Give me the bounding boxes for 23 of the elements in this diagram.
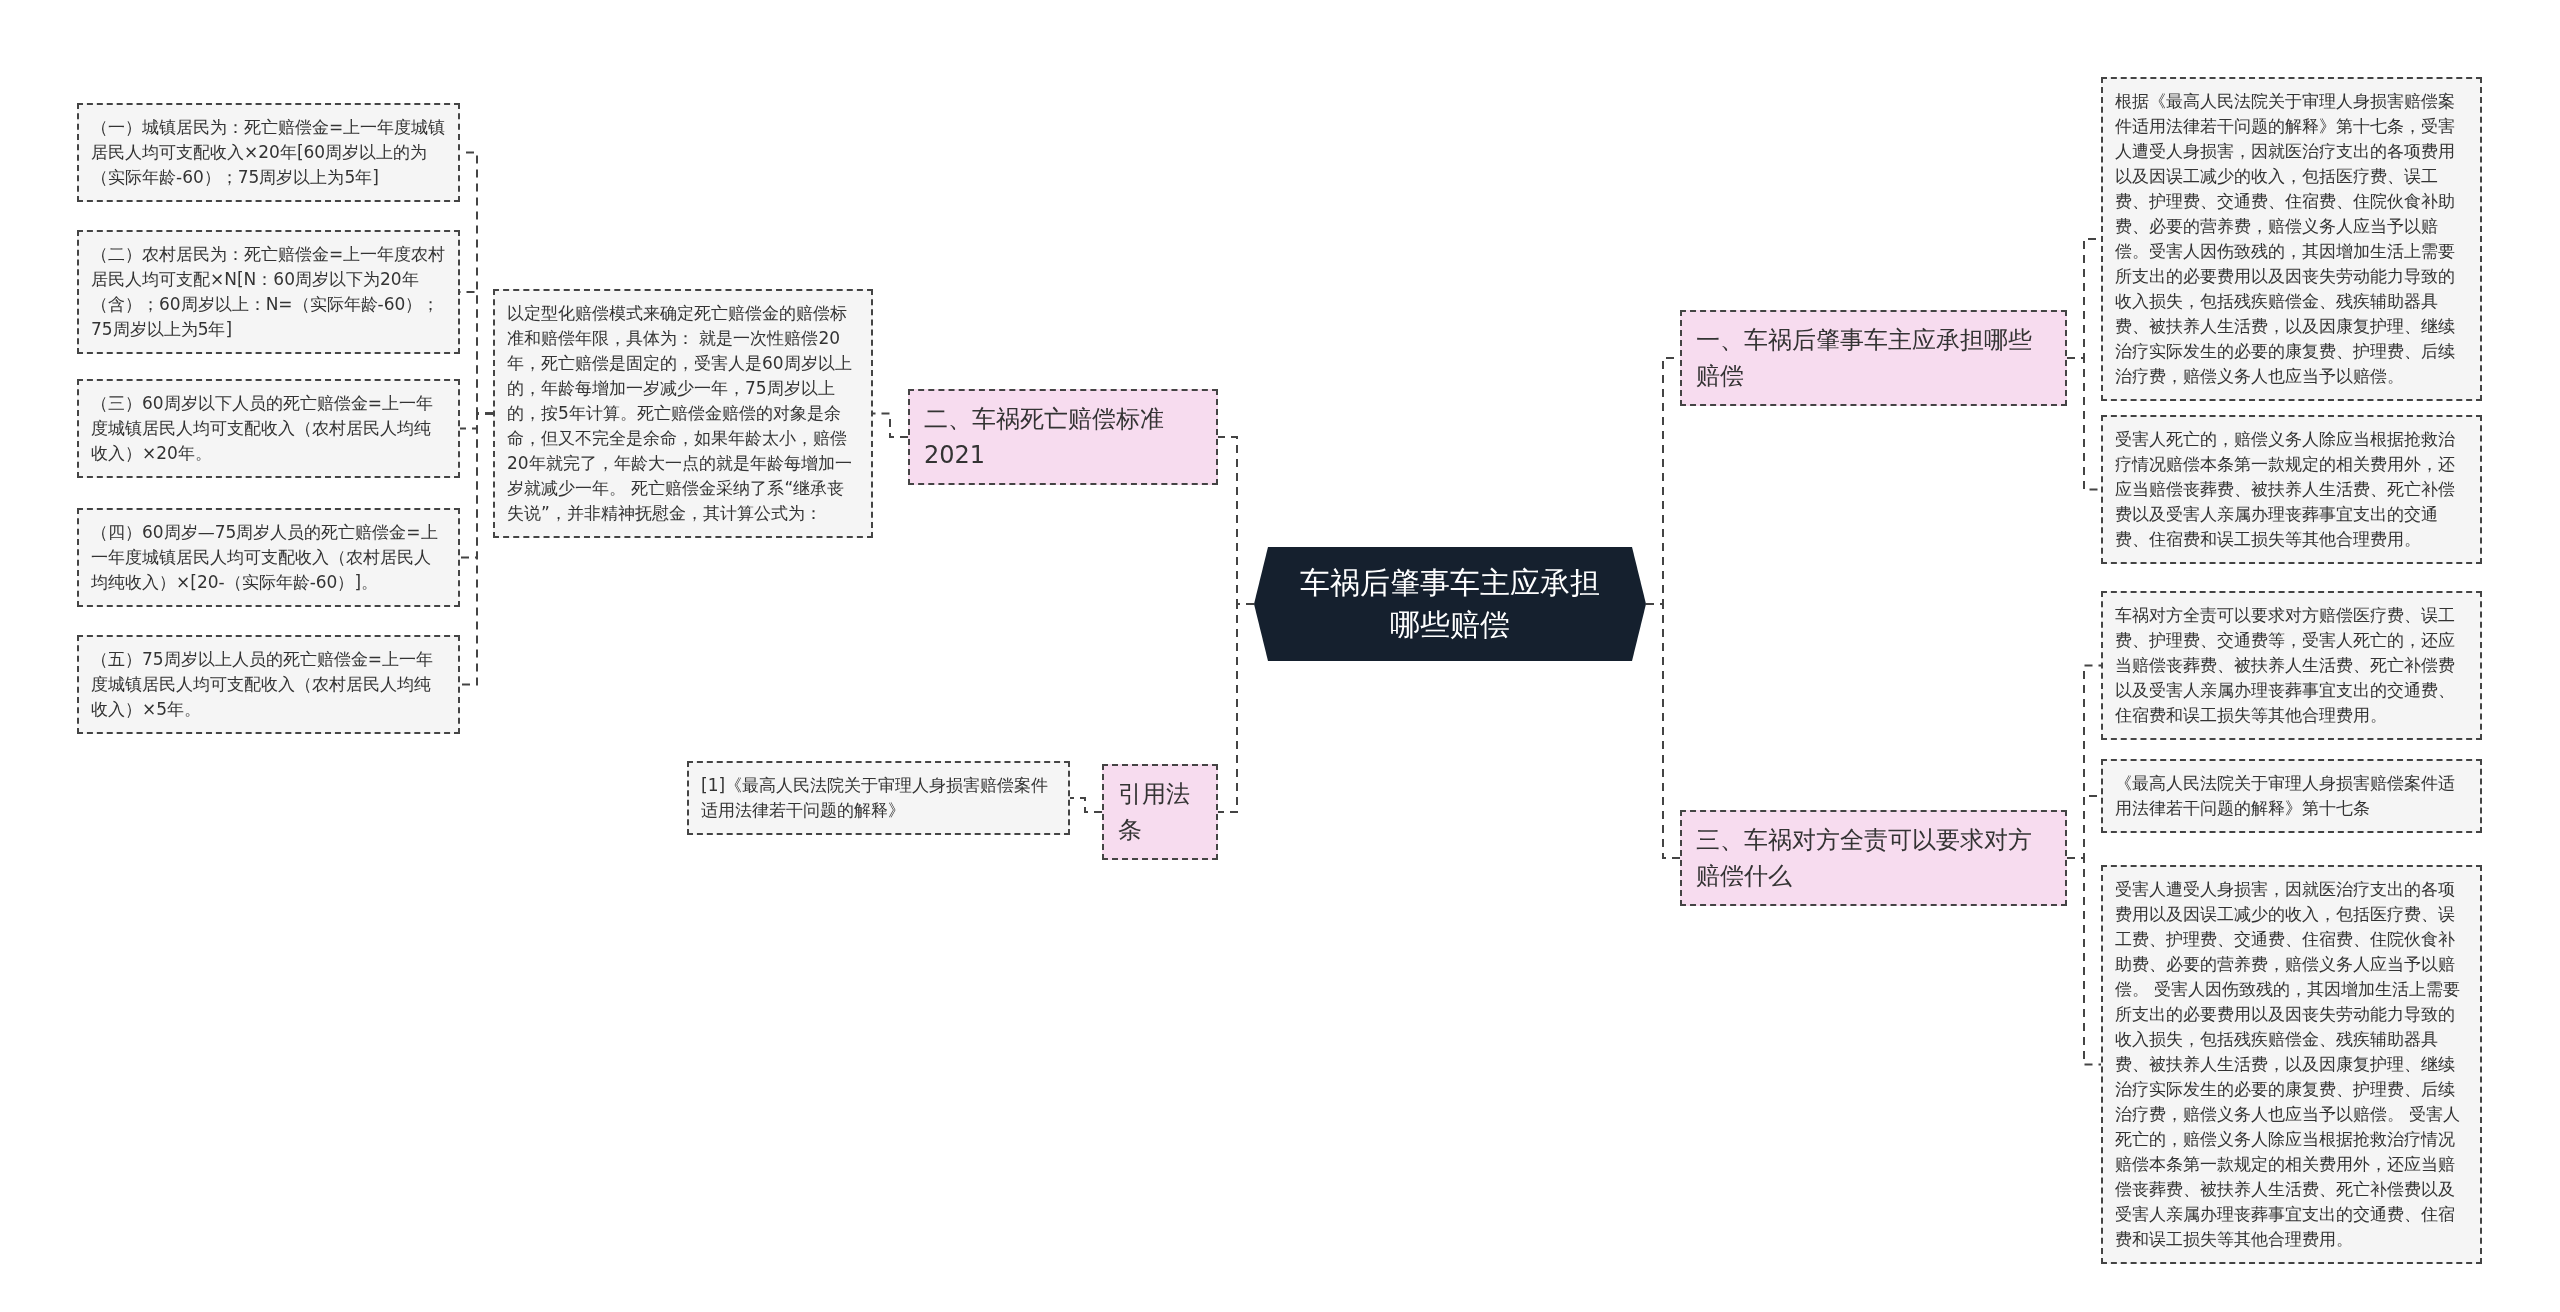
topic-box: 引用法条 xyxy=(1102,764,1218,860)
topic-box: 一、车祸后肇事车主应承担哪些赔偿 xyxy=(1680,310,2067,406)
connector-line xyxy=(872,412,909,438)
topic-box: 三、车祸对方全责可以要求对方赔偿什么 xyxy=(1680,810,2067,906)
text-box: 以定型化赔偿模式来确定死亡赔偿金的赔偿标准和赔偿年限，具体为： 就是一次性赔偿20年，死亡赔偿是固定的，受害人是60周岁以上的，年龄每增加一岁减少一年，75周岁以上的，按5年计算。死亡赔偿金赔偿的对象是余命，但又不完全是余命，如果年龄太小，赔偿20年就完了，年龄大一点的就是年龄每增加一岁就减少一年。 死亡赔偿金采纳了系“继承丧失说”，并非精神抚慰金，其计算公式为： xyxy=(493,289,873,538)
connector-line xyxy=(1069,797,1103,813)
text-box: （四）60周岁—75周岁人员的死亡赔偿金=上一年度城镇居民人均可支配收入（农村居民人均纯收入）×[20-（实际年龄-60）]。 xyxy=(77,508,460,607)
connector-line xyxy=(1645,603,1681,859)
text-box: 受害人死亡的，赔偿义务人除应当根据抢救治疗情况赔偿本条第一款规定的相关费用外，还应当赔偿丧葬费、被扶养人生活费、死亡补偿费以及受害人亲属办理丧葬事宜支出的交通费、住宿费和误工损失等其他合理费用。 xyxy=(2101,415,2482,564)
text-box: （五）75周岁以上人员的死亡赔偿金=上一年度城镇居民人均可支配收入（农村居民人均纯收入）×5年。 xyxy=(77,635,460,734)
text-box: （二）农村居民为：死亡赔偿金=上一年度农村居民人均可支配×N[N：60周岁以下为20年（含）；60周岁以上：N=（实际年龄-60）；75周岁以上为5年] xyxy=(77,230,460,354)
central-topic-hexagon: 车祸后肇事车主应承担哪些赔偿 xyxy=(1254,547,1646,661)
text-box: 根据《最高人民法院关于审理人身损害赔偿案件适用法律若干问题的解释》第十七条，受害人遭受人身损害，因就医治疗支出的各项费用以及因误工减少的收入，包括医疗费、误工费、护理费、交通费、住宿费、住院伙食补助费、必要的营养费，赔偿义务人应当予以赔偿。受害人因伤致残的，其因增加生活上需要所支出的必要费用以及因丧失劳动能力导致的收入损失，包括残疾赔偿金、残疾辅助器具费、被扶养人生活费，以及因康复护理、继续治疗实际发生的必要的康复费、护理费、后续治疗费，赔偿义务人也应当予以赔偿。 xyxy=(2101,77,2482,401)
connector-line xyxy=(2066,857,2102,1066)
text-box: 车祸对方全责可以要求对方赔偿医疗费、误工费、护理费、交通费等，受害人死亡的，还应当赔偿丧葬费、被扶养人生活费、死亡补偿费以及受害人亲属办理丧葬事宜支出的交通费、住宿费和误工损失等其他合理费用。 xyxy=(2101,591,2482,740)
text-box: 《最高人民法院关于审理人身损害赔偿案件适用法律若干问题的解释》第十七条 xyxy=(2101,759,2482,833)
text-box: （三）60周岁以下人员的死亡赔偿金=上一年度城镇居民人均可支配收入（农村居民人均纯收入）×20年。 xyxy=(77,379,460,478)
connector-line xyxy=(459,412,494,686)
topic-box: 二、车祸死亡赔偿标准2021 xyxy=(908,389,1218,485)
text-box: 受害人遭受人身损害，因就医治疗支出的各项费用以及因误工减少的收入，包括医疗费、误工费、护理费、交通费、住宿费、住院伙食补助费、必要的营养费，赔偿义务人应当予以赔偿。 受害人因伤致残的，其因增加生活上需要所支出的必要费用以及因丧失劳动能力导致的收入损失，包括残疾赔偿金、残疾辅助器具费、被扶养人生活费，以及因康复护理、继续治疗实际发生的必要的康复费、护理费、后续治疗费，赔偿义务人也应当予以赔偿。 受害人死亡的，赔偿义务人除应当根据抢救治疗情况赔偿本条第一款规定的相关费用外，还应当赔偿丧葬费、被扶养人生活费、死亡补偿费以及受害人亲属办理丧葬事宜支出的交通费、住宿费和误工损失等其他合理费用。 xyxy=(2101,865,2482,1264)
text-box: [1]《最高人民法院关于审理人身损害赔偿案件适用法律若干问题的解释》 xyxy=(687,761,1070,835)
text-box: （一）城镇居民为：死亡赔偿金=上一年度城镇居民人均可支配收入×20年[60周岁以上的为（实际年龄-60）；75周岁以上为5年] xyxy=(77,103,460,202)
connector-line xyxy=(1217,603,1255,813)
